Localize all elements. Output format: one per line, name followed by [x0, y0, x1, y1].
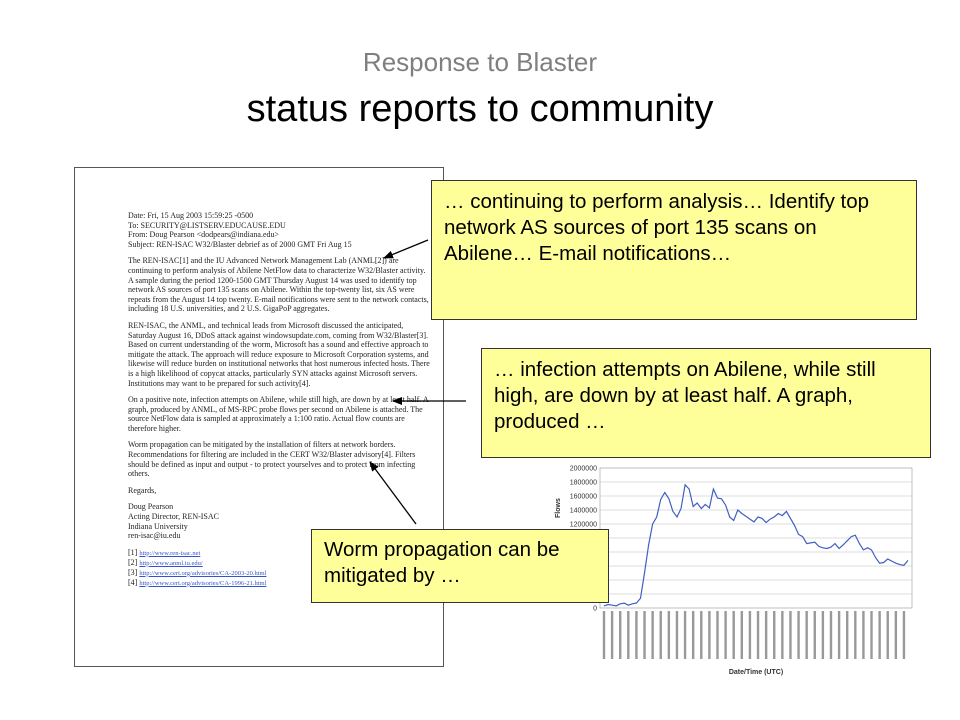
y-tick-label: 1400000: [570, 508, 597, 515]
x-tick-mark: [619, 611, 622, 659]
x-tick-mark: [821, 611, 825, 659]
reference-item: [1] http://www.ren-isac.net: [128, 548, 431, 558]
callout-worm-propagation: Worm propagation can be mitigated by …: [311, 529, 609, 603]
arrow-to-paragraph-4: [369, 461, 417, 525]
arrow-to-paragraph-1: [383, 239, 429, 259]
x-tick-mark: [691, 611, 695, 659]
x-tick-mark: [797, 611, 800, 659]
reference-number: [3]: [128, 567, 138, 577]
x-tick-mark: [756, 611, 760, 659]
signature-org: Indiana University: [128, 521, 188, 531]
reference-link[interactable]: http://www.anml.iu.edu/: [139, 559, 203, 567]
reference-item: [2] http://www.anml.iu.edu/: [128, 558, 431, 568]
x-tick-mark: [716, 611, 719, 659]
y-tick-label: 1800000: [570, 480, 597, 487]
email-from: From: Doug Pearson <dodpears@indiana.edu…: [128, 230, 280, 240]
x-tick-mark: [643, 611, 646, 659]
slide-title: status reports to community: [246, 88, 714, 130]
email-references: [1] http://www.ren-isac.net [2] http://w…: [128, 548, 431, 588]
x-tick-mark: [724, 611, 727, 659]
x-tick-mark: [659, 611, 662, 659]
x-tick-mark: [781, 611, 784, 659]
x-tick-mark: [773, 611, 776, 659]
x-tick-marks: [602, 611, 906, 659]
x-tick-mark: [683, 611, 687, 659]
x-tick-mark: [870, 611, 873, 659]
x-tick-mark: [886, 611, 889, 659]
reference-item: [4] http://www.cert.org/advisories/CA-19…: [128, 578, 431, 588]
x-tick-mark: [764, 611, 768, 659]
x-tick-mark: [878, 611, 881, 659]
x-tick-mark: [602, 611, 606, 659]
x-tick-mark: [862, 611, 865, 659]
x-tick-mark: [732, 611, 735, 659]
signature-role: Acting Director, REN-ISAC: [128, 512, 219, 522]
x-tick-mark: [740, 611, 744, 659]
email-regards: Regards,: [128, 485, 157, 495]
slide-subtitle: Response to Blaster: [362, 47, 598, 77]
x-tick-mark: [708, 611, 711, 659]
x-tick-mark: [700, 611, 703, 659]
x-tick-mark: [902, 611, 906, 659]
email-date: Date: Fri, 15 Aug 2003 15:59:25 -0500: [128, 211, 254, 220]
x-tick-mark: [748, 611, 752, 659]
signature-name: Doug Pearson: [128, 502, 174, 512]
flows-chart-svg: 0200000400000600000800000100000012000001…: [555, 466, 913, 676]
y-tick-label: 1600000: [570, 494, 597, 501]
x-tick-mark: [837, 611, 841, 659]
x-tick-mark: [635, 611, 638, 659]
email-subject: Subject: REN-ISAC W32/Blaster debrief as…: [128, 239, 352, 249]
callout-analysis: … continuing to perform analysis… Identi…: [431, 180, 917, 320]
x-tick-mark: [846, 611, 849, 659]
x-tick-mark: [813, 611, 816, 659]
series-line: [603, 483, 909, 607]
email-paragraph-2: REN-ISAC, the ANML, and technical leads …: [128, 320, 430, 388]
x-tick-mark: [894, 611, 898, 659]
email-to: To: SECURITY@LISTSERV.EDUCAUSE.EDU: [128, 220, 286, 230]
email-signature: Doug Pearson Acting Director, REN-ISAC I…: [128, 502, 431, 540]
y-tick-label: 1200000: [570, 522, 597, 529]
y-tick-label: 2000000: [570, 466, 597, 473]
y-tick-label: 0: [593, 606, 597, 613]
reference-link[interactable]: http://www.cert.org/advisories/CA-1996-2…: [139, 579, 267, 587]
x-tick-mark: [854, 611, 857, 659]
x-tick-mark: [789, 611, 792, 659]
x-tick-mark: [675, 611, 679, 659]
reference-number: [1]: [128, 547, 138, 557]
x-tick-mark: [651, 611, 654, 659]
x-tick-mark: [805, 611, 808, 659]
email-paragraph-3: On a positive note, infection attempts o…: [128, 395, 429, 433]
x-tick-mark: [610, 611, 614, 659]
reference-number: [2]: [128, 557, 138, 567]
x-tick-mark: [667, 611, 671, 659]
reference-link[interactable]: http://www.ren-isac.net: [139, 549, 201, 557]
reference-link[interactable]: http://www.cert.org/advisories/CA-2003-2…: [139, 569, 267, 577]
reference-item: [3] http://www.cert.org/advisories/CA-20…: [128, 568, 431, 578]
signature-email: ren-isac@iu.edu: [128, 531, 181, 541]
email-paragraph-1: The REN-ISAC[1] and the IU Advanced Netw…: [128, 256, 429, 314]
x-axis-label: Date/Time (UTC): [729, 669, 783, 676]
x-tick-mark: [627, 611, 630, 659]
callout-infection-attempts: … infection attempts on Abilene, while s…: [481, 348, 931, 458]
y-axis-label: Flows: [555, 498, 562, 518]
x-tick-mark: [829, 611, 833, 659]
reference-number: [4]: [128, 577, 138, 587]
flows-chart: 0200000400000600000800000100000012000001…: [548, 458, 918, 680]
email-paragraph-4: Worm propagation can be mitigated by the…: [128, 440, 416, 479]
email-header: Date: Fri, 15 Aug 2003 15:59:25 -0500 To…: [128, 211, 431, 249]
